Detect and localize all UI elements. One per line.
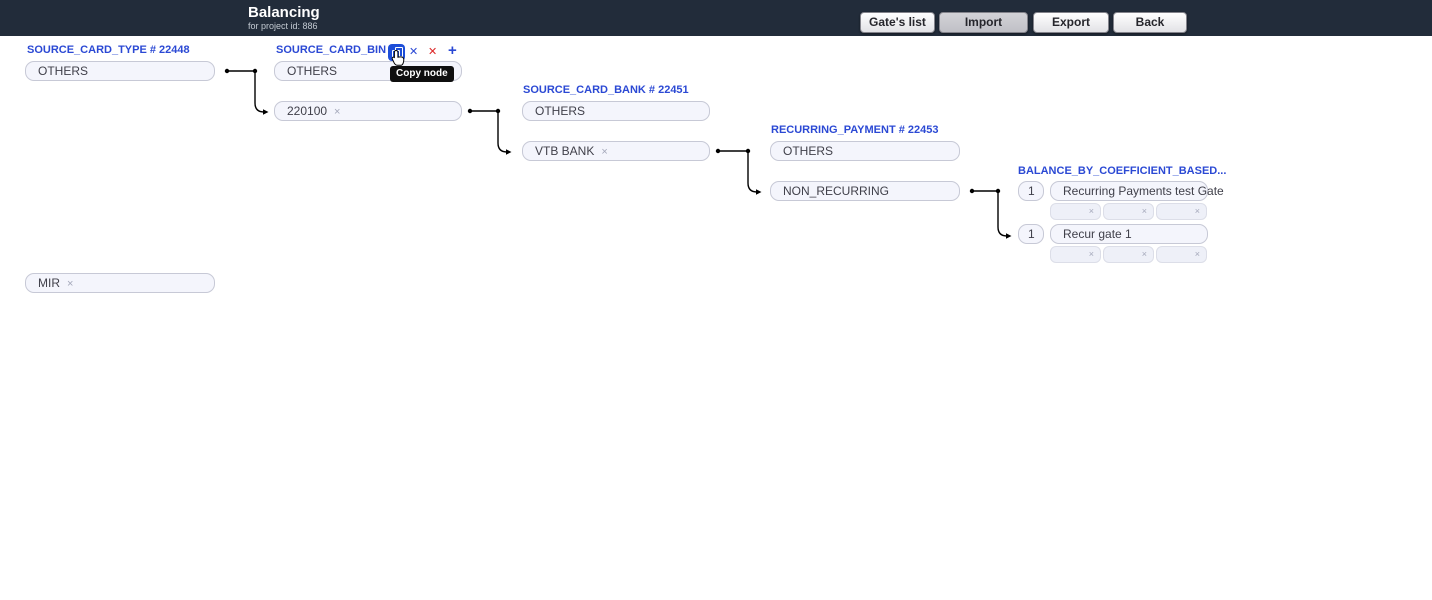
value-label: OTHERS <box>783 144 834 158</box>
copy-node-tooltip: Copy node <box>390 66 454 82</box>
copy-icon <box>392 47 403 60</box>
top-bar: Balancing for project id: 886 Gate's lis… <box>0 0 1432 36</box>
back-button[interactable]: Back <box>1113 12 1187 33</box>
value-label: 220100 <box>287 104 328 118</box>
coefficient-input[interactable]: 1 <box>1018 224 1044 244</box>
value-label: MIR <box>38 276 60 290</box>
remove-x-icon[interactable]: × <box>1141 249 1147 259</box>
gates-list-button[interactable]: Gate's list <box>860 12 935 33</box>
remove-x-icon[interactable]: × <box>601 146 608 158</box>
gate-name-box[interactable]: Recurring Payments test Gate <box>1050 181 1224 201</box>
node-title-recurring-payment: RECURRING_PAYMENT # 22453 <box>771 124 939 136</box>
node-title-source-card-bank: SOURCE_CARD_BANK # 22451 <box>523 84 689 96</box>
coefficient-value: 1 <box>1028 227 1035 241</box>
limit-input[interactable]: × <box>1050 246 1101 263</box>
copy-node-button[interactable] <box>388 44 405 61</box>
value-box-others[interactable]: OTHERS <box>522 101 710 121</box>
limit-input[interactable]: × <box>1050 203 1101 220</box>
value-label: NON_RECURRING <box>783 184 890 198</box>
delete-node-icon[interactable]: ✕ <box>428 46 438 58</box>
remove-x-icon[interactable]: × <box>1141 206 1147 216</box>
page-subtitle: for project id: 886 <box>248 21 318 31</box>
value-box-mir[interactable]: MIR × <box>25 273 215 293</box>
gate-name-label: Recurring Payments test Gate <box>1063 184 1224 198</box>
value-box-vtb-bank[interactable]: VTB BANK × <box>522 141 710 161</box>
limit-input[interactable]: × <box>1156 246 1207 263</box>
value-box-non-recurring[interactable]: NON_RECURRING <box>770 181 960 201</box>
remove-x-icon[interactable]: × <box>1088 206 1094 216</box>
value-label: OTHERS <box>535 104 586 118</box>
value-label: VTB BANK <box>535 144 595 158</box>
import-button[interactable]: Import <box>939 12 1028 33</box>
add-value-icon[interactable]: + <box>448 42 457 59</box>
gate-name-box[interactable]: Recur gate 1 <box>1050 224 1208 244</box>
collapse-node-icon[interactable]: ✕ <box>409 46 419 58</box>
remove-x-icon[interactable]: × <box>1194 206 1200 216</box>
remove-x-icon[interactable]: × <box>1194 249 1200 259</box>
value-box-220100[interactable]: 220100 × <box>274 101 462 121</box>
page-title: Balancing <box>248 4 320 21</box>
remove-x-icon[interactable]: × <box>334 106 341 118</box>
gate-name-label: Recur gate 1 <box>1063 227 1132 241</box>
value-box-others[interactable]: OTHERS <box>25 61 215 81</box>
remove-x-icon[interactable]: × <box>1088 249 1094 259</box>
value-label: OTHERS <box>38 64 89 78</box>
value-box-others[interactable]: OTHERS <box>770 141 960 161</box>
remove-x-icon[interactable]: × <box>67 278 74 290</box>
title-block: Balancing for project id: 886 <box>248 4 320 32</box>
node-title-source-card-type: SOURCE_CARD_TYPE # 22448 <box>27 44 190 56</box>
node-title-source-card-bin: SOURCE_CARD_BIN ... <box>276 44 399 56</box>
value-label: OTHERS <box>287 64 338 78</box>
limit-input[interactable]: × <box>1103 246 1154 263</box>
node-title-balance-by-coefficient: BALANCE_BY_COEFFICIENT_BASED... <box>1018 165 1227 177</box>
coefficient-value: 1 <box>1028 184 1035 198</box>
limit-input[interactable]: × <box>1103 203 1154 220</box>
export-button[interactable]: Export <box>1033 12 1109 33</box>
limit-input[interactable]: × <box>1156 203 1207 220</box>
coefficient-input[interactable]: 1 <box>1018 181 1044 201</box>
